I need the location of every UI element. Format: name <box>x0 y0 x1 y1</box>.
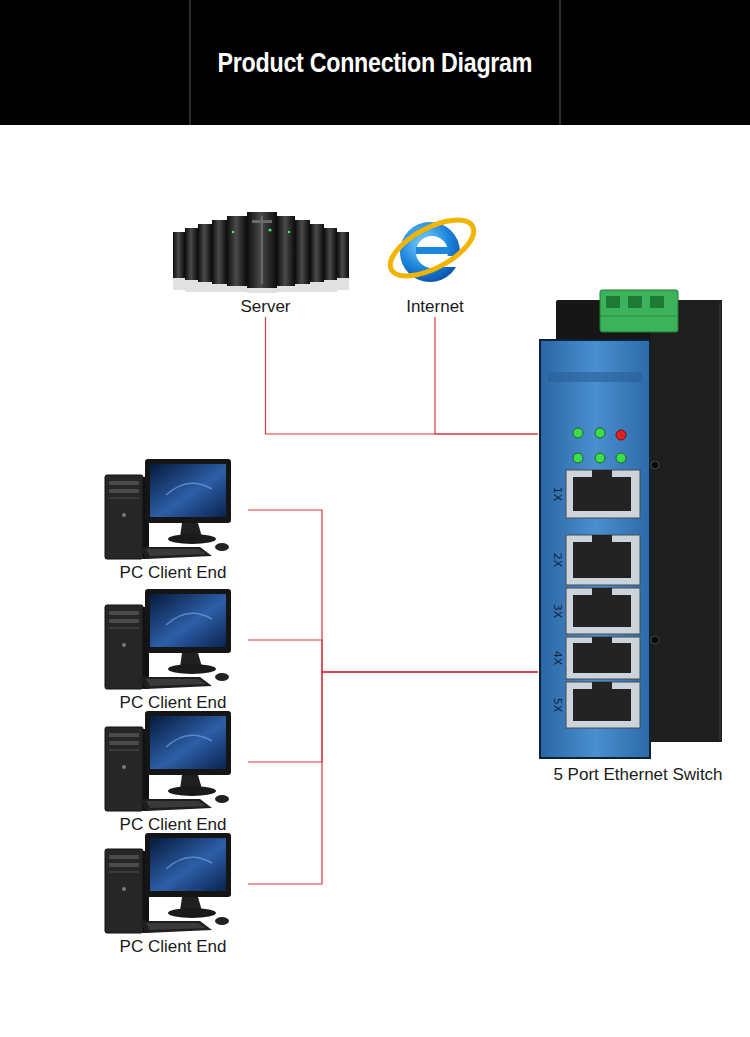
pc-client-node: PC Client End <box>98 705 248 835</box>
internet-icon <box>382 209 482 288</box>
pc-illustrations <box>105 459 231 933</box>
pc-client-node: PC Client End <box>98 453 248 583</box>
port-label: 5X <box>551 698 563 713</box>
pc-client-node: PC Client End <box>98 827 248 957</box>
network-cable <box>248 672 538 884</box>
node-label: PC Client End <box>120 815 227 835</box>
network-cable <box>248 672 538 762</box>
node-label: Server <box>240 297 290 317</box>
internet-node: Internet <box>380 205 490 317</box>
pc-client-node: PC Client End <box>98 583 248 713</box>
node-label: PC Client End <box>120 693 227 713</box>
server-illustration <box>173 212 349 293</box>
node-label: Internet <box>406 297 464 317</box>
server-node: Server <box>168 205 363 317</box>
port-label: 1X <box>551 487 563 502</box>
port-label: 4X <box>551 651 563 666</box>
title-band <box>0 0 750 125</box>
network-cable <box>266 317 539 434</box>
network-cable <box>248 510 538 672</box>
switch-illustration <box>540 290 722 758</box>
node-label: PC Client End <box>120 563 227 583</box>
title-box: Product Connection Diagram <box>190 38 560 88</box>
switch-node: 5 Port Ethernet Switch <box>538 286 738 785</box>
node-label: 5 Port Ethernet Switch <box>553 765 722 785</box>
network-cable <box>435 317 538 434</box>
port-label: 2X <box>551 553 563 568</box>
port-label: 3X <box>551 604 563 619</box>
network-cable <box>248 640 538 672</box>
node-label: PC Client End <box>120 937 227 957</box>
diagram-title: Product Connection Diagram <box>218 38 533 88</box>
